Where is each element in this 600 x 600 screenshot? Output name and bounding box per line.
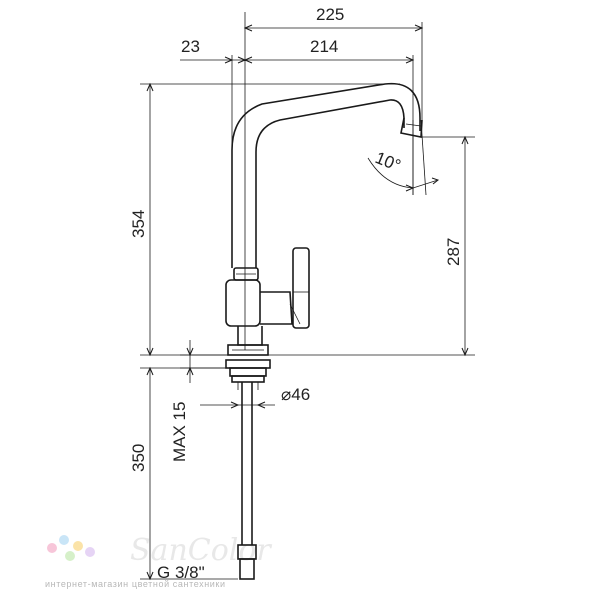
angle-arrows (405, 177, 440, 192)
spout-inner (255, 99, 405, 268)
aerator-line (405, 123, 422, 127)
dimension-lines: 225 23 214 354 287 10° MAX 15 ⌀46 (129, 5, 475, 582)
faucet (225, 82, 423, 580)
lower-neck (237, 326, 263, 346)
handle-chamfer (289, 303, 301, 325)
dim-350-arrows (146, 366, 154, 581)
watermark-dot (85, 547, 95, 557)
fixing-nut (231, 375, 265, 383)
dim-287-label: 287 (444, 238, 463, 266)
dim-23-label: 23 (181, 37, 200, 56)
angle-label: 10° (373, 148, 404, 175)
dim-350-label: 350 (129, 444, 148, 472)
fixing-plate (225, 359, 271, 369)
dim-214-arrows (224, 56, 415, 64)
watermark-dot (59, 535, 69, 545)
hose-thread (239, 558, 255, 580)
watermark-dot (65, 551, 75, 561)
dim-46-arrows (230, 401, 266, 409)
thread-label: G 3/8" (157, 563, 205, 582)
valve-body (225, 279, 261, 327)
watermark-tagline: интернет-магазин цветной сантехники (45, 579, 226, 589)
dim-214-label: 214 (310, 37, 338, 56)
dim-354-label: 354 (129, 210, 148, 238)
dim-287-arrows (461, 135, 469, 357)
dim-max-label: MAX 15 (170, 402, 189, 462)
fixing-washer (229, 367, 267, 377)
angle-leg (420, 119, 427, 196)
watermark-dot (73, 541, 83, 551)
watermark: SanColor интернет-магазин цветной сантех… (45, 533, 272, 589)
dim-225-arrows (243, 24, 424, 32)
handle-base (260, 291, 293, 325)
watermark-brand: SanColor (130, 533, 272, 568)
handle-lever (292, 247, 310, 329)
dim-225-label: 225 (316, 5, 344, 24)
dim-46-label: ⌀46 (281, 385, 310, 404)
watermark-dots (47, 535, 95, 561)
watermark-dot (47, 543, 57, 553)
